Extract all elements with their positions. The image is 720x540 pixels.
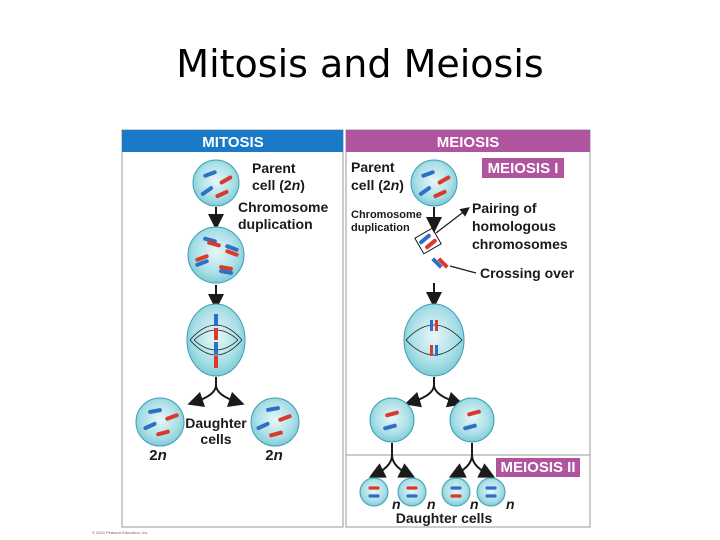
meiosis-stage1-label: MEIOSIS I [488, 160, 559, 177]
slide-title: Mitosis and Meiosis [176, 42, 544, 86]
copyright-notice: © 2010 Pearson Education, Inc. [92, 530, 149, 535]
mitosis-dup-label-2: duplication [238, 216, 313, 232]
split-arrow-icon [471, 454, 496, 478]
n-label-4: n [506, 496, 515, 512]
meiosis-ii-daughter-1 [359, 477, 389, 507]
mitosis-ploidy-left: 2n [149, 447, 167, 464]
meiosis-parent-label-1: Parent [351, 159, 395, 175]
mitosis-daughter-label-2: cells [200, 431, 231, 447]
homologous-pair [414, 207, 470, 255]
meiosis-daughter-cells-label: Daughter cells [396, 510, 493, 526]
meiosis-ii-daughter-4 [476, 477, 506, 507]
mitosis-header-bar [122, 130, 343, 152]
meiosis-i-daughter-right [449, 397, 495, 443]
meiosis-dup-label-1: Chromosome [351, 209, 422, 221]
meiosis-metaphase-cell [403, 303, 465, 377]
split-arrow-icon [391, 454, 416, 478]
meiosis-ii-daughter-2 [397, 477, 427, 507]
pairing-label-3: chromosomes [472, 236, 568, 252]
mitosis-parent-label-1: Parent [252, 160, 296, 176]
meiosis-ii-daughter-3 [441, 477, 471, 507]
n-label-1: n [392, 496, 401, 512]
meiosis-header-bar [346, 130, 590, 152]
mitosis-dup-label-1: Chromosome [238, 199, 328, 215]
meiosis-header: MEIOSIS [437, 134, 500, 151]
crossing-over-chromosomes [431, 257, 477, 274]
crossing-over-label: Crossing over [480, 265, 575, 281]
meiosis-dup-label-2: duplication [351, 222, 410, 234]
split-arrow-icon [433, 384, 464, 408]
mitosis-daughter-cell-left [135, 397, 185, 447]
n-label-3: n [470, 496, 479, 512]
meiosis-parent-cell [410, 159, 458, 207]
pairing-label-2: homologous [472, 218, 556, 234]
pairing-label-1: Pairing of [472, 200, 537, 216]
meiosis-stage2-label: MEIOSIS II [500, 459, 575, 476]
meiosis-i-daughter-left [369, 397, 415, 443]
mitosis-metaphase-cell [186, 303, 246, 377]
mitosis-duplicated-cell [187, 226, 245, 284]
n-label-2: n [427, 496, 436, 512]
mitosis-daughter-cell-right [250, 397, 300, 447]
mitosis-daughter-label-1: Daughter [185, 415, 247, 431]
meiosis-stage1-label-box: MEIOSIS I [482, 158, 564, 178]
mitosis-parent-label-2: cell (2n) [252, 177, 305, 193]
mitosis-header: MITOSIS [202, 134, 263, 151]
meiosis-parent-label-2: cell (2n) [351, 177, 404, 193]
mitosis-ploidy-right: 2n [265, 447, 283, 464]
meiosis-stage2-label-box: MEIOSIS II [496, 458, 580, 477]
split-arrow-icon [215, 384, 245, 408]
mitosis-parent-cell [192, 159, 240, 207]
